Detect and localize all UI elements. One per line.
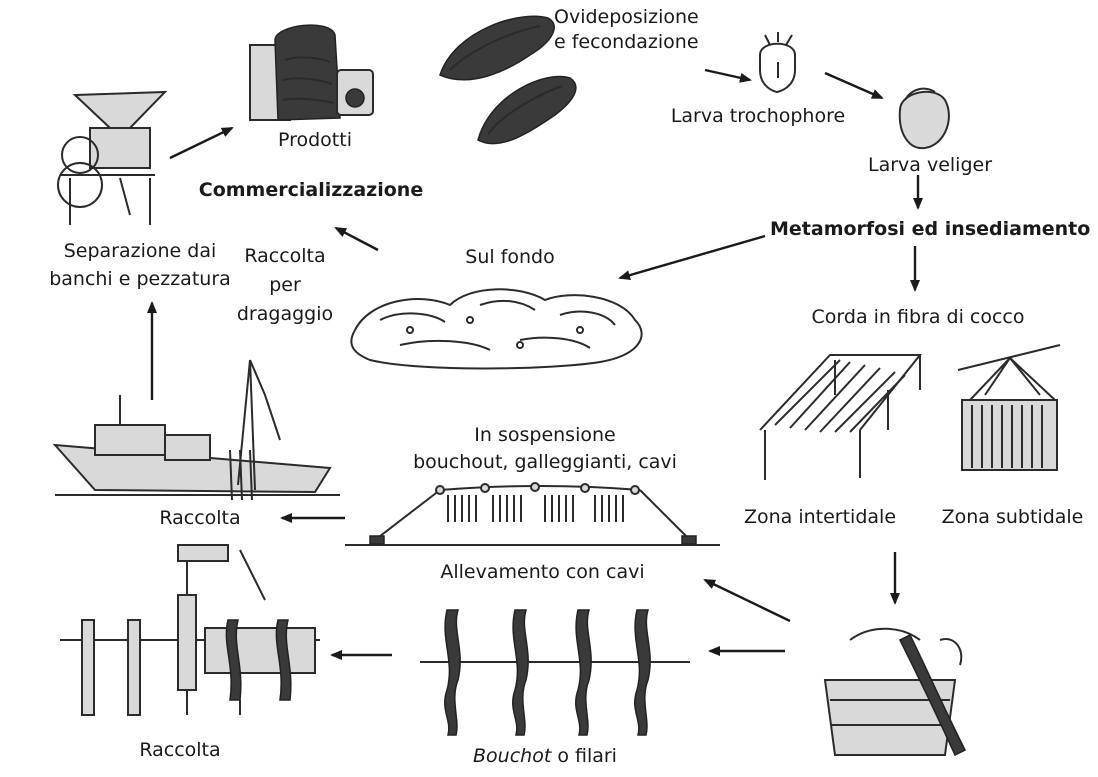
arrow-to-veliger bbox=[824, 71, 884, 100]
label-metamorfosi: Metamorfosi ed insediamento bbox=[770, 218, 1091, 240]
label-sospensione: In sospensione bouchout, galleggianti, c… bbox=[413, 424, 677, 473]
label-bouchot: Bouchot o filari bbox=[455, 744, 635, 769]
label-zona-subtidale: Zona subtidale bbox=[941, 506, 1084, 528]
label-raccolta-barca: Raccolta bbox=[159, 507, 241, 529]
separator-machine-illustration bbox=[57, 90, 168, 225]
arrow-to-sul-fondo bbox=[618, 234, 766, 281]
suspension-longline-illustration bbox=[345, 482, 720, 546]
seabed-mussel-beds-illustration bbox=[350, 288, 643, 370]
flow-arrows bbox=[147, 68, 923, 660]
subtidal-cage-illustration bbox=[957, 344, 1061, 471]
label-sul-fondo: Sul fondo bbox=[465, 246, 555, 268]
label-commercializzazione: Commercializzazione bbox=[198, 179, 424, 201]
label-corda: Corda in fibra di cocco bbox=[811, 306, 1025, 328]
label-larva-trochophore: Larva trochophore bbox=[670, 105, 846, 127]
larva-veliger-illustration bbox=[898, 87, 950, 150]
label-allevamento-cavi: Allevamento con cavi bbox=[440, 561, 645, 583]
label-bouchot-rest: o filari bbox=[551, 745, 617, 767]
arrow-to-allevamento bbox=[703, 578, 791, 623]
arrow-to-commercializzazione bbox=[334, 226, 379, 252]
products-illustration bbox=[249, 24, 374, 121]
label-separazione: Separazione dai banchi e pezzatura bbox=[49, 240, 231, 290]
intertidal-rack-illustration bbox=[759, 354, 923, 480]
label-ovideposizione: Ovideposizione e fecondazione bbox=[554, 6, 699, 53]
label-raccolta-pali: Raccolta bbox=[139, 739, 221, 761]
adult-mussels-illustration bbox=[439, 15, 577, 145]
pole-harvest-machine-illustration bbox=[60, 544, 320, 716]
dredging-boat-illustration bbox=[52, 359, 340, 501]
bouchot-poles-illustration bbox=[420, 609, 690, 736]
seeding-basket-illustration bbox=[823, 627, 967, 757]
label-larva-veliger: Larva veliger bbox=[867, 154, 993, 176]
label-raccolta-dragaggio: Raccolta per dragaggio bbox=[236, 245, 334, 325]
label-prodotti: Prodotti bbox=[277, 129, 352, 151]
label-bouchot-italic: Bouchot bbox=[473, 745, 552, 767]
arrow-to-trochophore bbox=[704, 68, 752, 83]
arrow-to-prodotti bbox=[169, 126, 234, 160]
larva-trochophore-illustration bbox=[759, 32, 796, 94]
label-zona-intertidale: Zona intertidale bbox=[743, 506, 897, 528]
